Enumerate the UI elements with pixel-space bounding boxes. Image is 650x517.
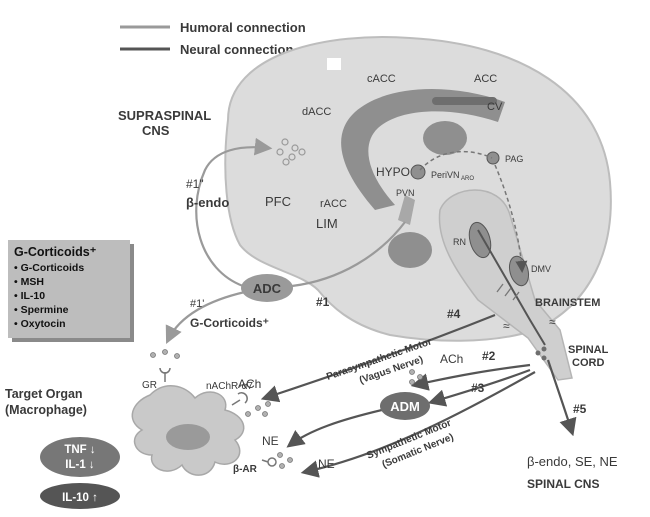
- thalamus-region: [423, 121, 467, 155]
- il1-label: IL-1 ↓: [65, 459, 94, 471]
- path-4-label: #4: [447, 307, 461, 321]
- pvn-label: PVN: [396, 188, 415, 198]
- cacc-label: cACC: [367, 73, 396, 85]
- macrophage-nucleus: [166, 424, 210, 450]
- rn-region: [468, 221, 492, 259]
- cv-label: CV: [487, 101, 503, 113]
- humoral-pituitary-adc-path: [291, 221, 406, 288]
- humoral-1prime-arrow: [165, 290, 246, 344]
- spinal-cns-label: SPINAL CNS: [527, 477, 599, 491]
- il10-item: IL-10: [14, 289, 124, 303]
- ne-dots: [277, 452, 293, 469]
- adm-3-arrow: [427, 368, 531, 407]
- adc-label: ADC: [253, 281, 282, 296]
- il10-oval: [40, 483, 120, 509]
- adm-ne-arrow: [286, 408, 383, 448]
- ach-dots: [245, 369, 423, 417]
- target-organ-line-1: Target Organ: [5, 387, 83, 401]
- pag-spinal-dashed-path: [494, 164, 528, 273]
- ach-2-label: ACh: [440, 352, 463, 366]
- gr-receptor: [159, 367, 171, 382]
- pag-label: PAG: [505, 154, 523, 164]
- spinal-cord-line-2: CORD: [572, 357, 604, 369]
- brainstem-arrows: [496, 283, 520, 301]
- ne-1-label: NE: [262, 434, 279, 448]
- break-symbol-2: ≈: [549, 315, 556, 329]
- lim-label: LIM: [316, 216, 338, 231]
- legend-humoral-label: Humoral connection: [180, 20, 306, 35]
- humoral-1dprime-arrow: [195, 137, 273, 288]
- hypo-pag-dashed-path: [419, 150, 493, 171]
- racc-label: rACC: [320, 198, 347, 210]
- target-organ-label: Target Organ (Macrophage): [5, 387, 87, 417]
- supraspinal-line-2: CNS: [142, 123, 170, 138]
- tnf-il1-oval: [40, 437, 120, 477]
- legend-neural-label: Neural connection: [180, 42, 293, 57]
- beta-ar-label: β-AR: [233, 464, 258, 475]
- g-corticoids-box: G-Corticoids⁺ G-Corticoids MSH IL-10 Spe…: [8, 240, 130, 338]
- amygdala-region: [388, 232, 432, 268]
- cingulate-arc: [341, 89, 505, 210]
- parasympathetic-labels: Parasympathetic Motor (Vagus Nerve): [325, 336, 433, 386]
- spinal-output-label: β-endo, SE, NE: [527, 454, 618, 469]
- supraspinal-label: SUPRASPINAL CNS: [118, 108, 215, 138]
- target-organ-line-2: (Macrophage): [5, 403, 87, 417]
- cv-region: [432, 97, 497, 105]
- adm-label: ADM: [390, 399, 420, 414]
- ach-1-label: ACh: [238, 377, 261, 391]
- spermine-item: Spermine: [14, 303, 124, 317]
- path-1dprime-label: #1": [186, 177, 204, 191]
- g-corticoids-box-title: G-Corticoids⁺: [14, 245, 97, 259]
- pituitary-stalk: [398, 195, 415, 225]
- path-5-label: #5: [573, 402, 587, 416]
- oxytocin-item: Oxytocin: [14, 317, 124, 331]
- path-1-label: #1: [316, 295, 330, 309]
- g-corticoids-path-label: G-Corticoids⁺: [190, 316, 269, 330]
- adm-oval: [380, 392, 430, 420]
- white-marker: [327, 58, 341, 70]
- rn-label: RN: [453, 237, 466, 247]
- nachr-label: nAChR-α7: [206, 381, 253, 392]
- hypo-node: [410, 164, 426, 180]
- pfc-label: PFC: [265, 194, 291, 209]
- brainstem-label: BRAINSTEM: [535, 297, 600, 309]
- dmv-label: DMV: [531, 264, 551, 274]
- path-3-label: #3: [471, 381, 485, 395]
- ne-2-label: NE: [318, 457, 335, 471]
- sympathetic-arrow: [300, 371, 536, 478]
- nachr-receptor: [231, 392, 248, 406]
- tnf-label: TNF ↓: [64, 444, 95, 456]
- pfc-dots: [276, 138, 306, 166]
- supraspinal-line-1: SUPRASPINAL: [118, 108, 211, 123]
- aro-label: ARO: [461, 176, 474, 182]
- adc-oval: [241, 274, 293, 302]
- dacc-label: dACC: [302, 106, 331, 118]
- spinal-dots: [535, 346, 547, 361]
- il10-label: IL-10 ↑: [62, 492, 98, 504]
- path-2-label: #2: [482, 349, 496, 363]
- parasympathetic-arrow: [260, 313, 496, 403]
- break-symbol-1: ≈: [503, 319, 510, 333]
- path-1prime-label: #1': [190, 298, 204, 310]
- beta-endo-path-label: β-endo: [186, 195, 229, 210]
- ach-2-arrow: [410, 363, 531, 391]
- gr-ligand-dots: [150, 349, 180, 359]
- perivn-label: PeriVN: [431, 170, 460, 180]
- beta-ar-receptor: [261, 457, 277, 467]
- neural-descending-path: [477, 229, 546, 346]
- pag-node: [486, 151, 500, 165]
- spinal-5-arrow: [546, 359, 577, 437]
- spinal-cord-line-1: SPINAL: [568, 344, 609, 356]
- gr-label: GR: [142, 380, 157, 391]
- msh-item: MSH: [14, 275, 124, 289]
- g-corticoids-item: G-Corticoids: [14, 261, 124, 275]
- sympathetic-labels: Sympathetic Motor (Somatic Nerve): [365, 418, 455, 471]
- hypo-label: HYPO: [376, 165, 410, 179]
- acc-label: ACC: [474, 73, 497, 85]
- spinal-cord-label: SPINAL CORD: [568, 344, 611, 369]
